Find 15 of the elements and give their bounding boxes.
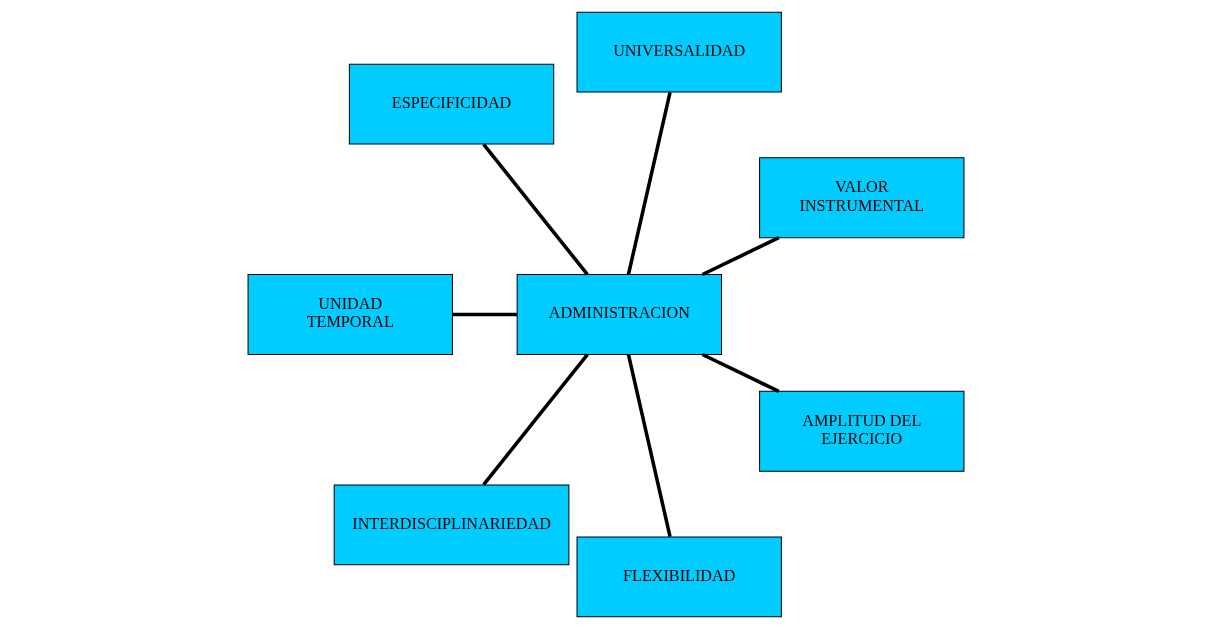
- node-box: UNIVERSALIDAD: [576, 11, 782, 93]
- connector: [626, 354, 672, 538]
- node-box: VALOR INSTRUMENTAL: [759, 157, 965, 239]
- node-box: UNIDAD TEMPORAL: [247, 274, 453, 355]
- connector: [701, 236, 780, 277]
- connector: [452, 312, 517, 317]
- node-box: FLEXIBILIDAD: [576, 536, 782, 618]
- connector: [701, 352, 780, 393]
- node-box: ESPECIFICIDAD: [348, 63, 555, 145]
- connector: [482, 353, 589, 486]
- connector: [626, 91, 672, 275]
- node-box: INTERDISCIPLINARIEDAD: [333, 484, 570, 566]
- connector: [482, 143, 589, 276]
- node-box: AMPLITUD DEL EJERCICIO: [759, 390, 965, 472]
- node-box: ADMINISTRACION: [516, 274, 722, 355]
